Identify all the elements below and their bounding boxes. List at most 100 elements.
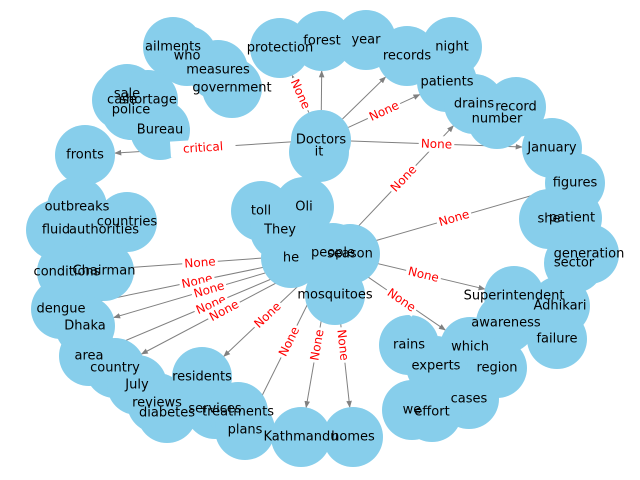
edge-label-background	[404, 262, 443, 287]
node-label-awareness: awareness	[471, 316, 541, 331]
node-label-residents: residents	[172, 370, 232, 385]
node-label-oli: Oli	[295, 200, 312, 215]
node-label-experts: experts	[412, 359, 461, 374]
edge-label-background	[191, 290, 231, 319]
node-label-it: it	[315, 145, 324, 160]
node-fronts	[55, 125, 115, 185]
edge-label-group: None	[418, 135, 455, 153]
node-label-fluid: fluid	[42, 223, 70, 238]
edge-label-background	[306, 326, 328, 364]
edge-label: None	[421, 136, 453, 151]
node-label-cases: cases	[451, 392, 488, 407]
node-label-who: who	[174, 49, 201, 64]
node-authorities	[74, 200, 134, 260]
node-label-region: region	[476, 361, 517, 376]
node-label-he: he	[283, 251, 299, 266]
edge-label: None	[367, 98, 401, 124]
node-label-toll: toll	[251, 204, 271, 219]
edge-label-background	[333, 326, 353, 364]
node-label-rains: rains	[393, 338, 425, 353]
edge-label-background	[273, 321, 305, 362]
node-label-measures: measures	[186, 63, 250, 78]
node-label-july: July	[124, 378, 149, 393]
edge-label: None	[288, 77, 314, 111]
edge-label: None	[385, 285, 419, 314]
edge-label-background	[382, 283, 421, 317]
node-label-dengue: dengue	[37, 302, 86, 317]
node-effort	[402, 382, 462, 442]
edge-label-background	[385, 160, 422, 197]
node-label-outbreaks: outbreaks	[45, 200, 110, 215]
node-label-dhaka: Dhaka	[64, 319, 105, 334]
node-chairman	[74, 241, 134, 301]
node-label-night: night	[435, 40, 468, 55]
node-label-diabetes: diabetes	[139, 406, 195, 421]
node-label-number: number	[472, 112, 523, 127]
node-label-which: which	[451, 340, 489, 355]
node-label-ailments: ailments	[145, 40, 201, 55]
edge-label: None	[184, 254, 216, 270]
edge-label-group: None	[404, 262, 443, 287]
edge-label-group: None	[273, 321, 305, 362]
node-diabetes	[137, 383, 197, 443]
edge-label-background	[364, 96, 404, 126]
node-label-services: services	[188, 402, 242, 417]
node-label-people: people	[311, 246, 355, 261]
edge-label-background	[169, 137, 237, 158]
edge-label-group: None	[382, 283, 421, 317]
node-label-plans: plans	[228, 423, 263, 438]
node-label-season: season	[327, 247, 373, 262]
node-label-fronts: fronts	[66, 148, 104, 163]
node-label-reviews: reviews	[132, 396, 182, 411]
node-label-countries: countries	[97, 215, 158, 230]
edge-label-background	[204, 295, 244, 326]
node-failure	[527, 309, 587, 369]
node-label-treatments: treatments	[202, 405, 274, 420]
node-label-kathmandu: Kathmandu	[264, 430, 339, 445]
node-label-record: record	[495, 100, 537, 115]
node-kathmandu	[271, 407, 331, 467]
node-label-patient: patient	[549, 211, 595, 226]
node-label-patients: patients	[420, 75, 473, 90]
node-label-government: government	[192, 81, 271, 96]
node-label-sale: sale	[114, 87, 140, 102]
node-label-generation: generation	[554, 247, 625, 262]
edge-label-background	[418, 135, 455, 153]
edge-label-group: critical	[169, 137, 237, 158]
node-label-mosquitoes: mosquitoes	[297, 288, 373, 303]
edge-label-background	[434, 205, 474, 231]
node-mosquitoes	[305, 265, 365, 325]
node-label-drains: drains	[454, 97, 494, 112]
edge-label-group: None	[181, 253, 219, 272]
node-label-they: They	[263, 223, 296, 238]
node-layer: ailmentswhomeasuresgovernmentprotectionf…	[26, 10, 624, 467]
node-label-police: police	[112, 103, 151, 118]
node-label-doctors: Doctors	[296, 133, 347, 148]
edge-label-group: None	[204, 295, 244, 326]
node-label-conditions: conditions	[34, 265, 101, 280]
node-label-sector: sector	[554, 256, 595, 271]
edge-label: None	[334, 329, 351, 362]
edge-label-group: None	[306, 326, 328, 364]
node-it	[289, 122, 349, 182]
node-label-forest: forest	[303, 34, 340, 49]
edge-label: critical	[182, 139, 223, 156]
node-label-case: case	[107, 93, 137, 108]
node-label-country: country	[90, 361, 140, 376]
node-label-failure: failure	[536, 332, 577, 347]
node-label-authorities: authorities	[69, 223, 139, 238]
edge-doctors-records	[342, 76, 387, 120]
edge-label-background	[285, 74, 316, 114]
edge-label-background	[189, 276, 229, 303]
node-label-bureau: Bureau	[137, 123, 183, 138]
node-forest	[292, 11, 352, 71]
node-label-shortage: shortage	[119, 93, 177, 108]
edge-label-background	[181, 253, 219, 272]
edge-label: None	[307, 328, 326, 361]
node-label-she: she	[537, 212, 560, 227]
edge-label: None	[276, 324, 302, 358]
node-label-chairman: Chairman	[73, 264, 136, 279]
edge-label-group: None	[364, 96, 404, 126]
node-label-homes: homes	[331, 430, 375, 445]
node-number	[467, 89, 527, 149]
